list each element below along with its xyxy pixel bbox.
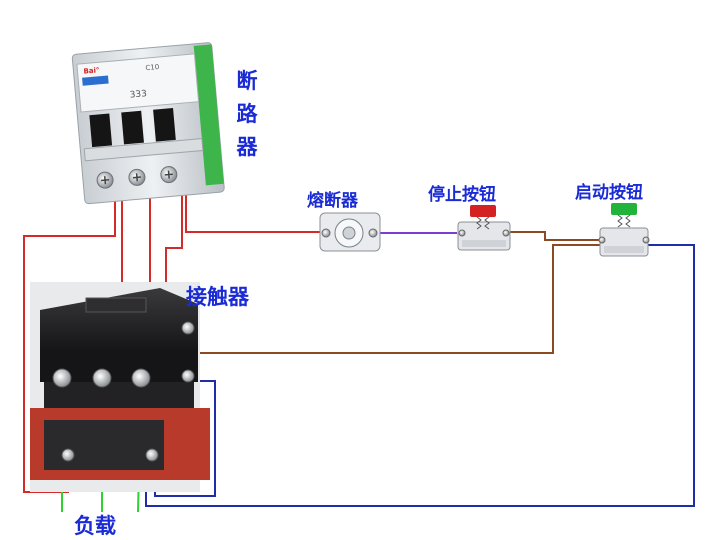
- stop-button-label: 停止按钮: [428, 185, 496, 205]
- fuse: [319, 212, 381, 252]
- breaker-rating: 333: [129, 89, 147, 100]
- breaker-model: C10: [145, 63, 159, 72]
- start-button: [598, 203, 650, 257]
- load-label: 负载: [74, 514, 116, 538]
- red-wire-to-fuse: [185, 195, 322, 233]
- red-wire-l3: [165, 195, 183, 292]
- breaker-brand: Bai°: [83, 66, 100, 75]
- brown-wire-start-contactor: [198, 244, 600, 354]
- contactor: [30, 282, 210, 492]
- circuit-breaker: Bai° C10 333: [71, 42, 225, 205]
- fuse-label: 熔断器: [307, 191, 358, 211]
- blue-wire-start-return: [145, 244, 695, 507]
- breaker-label: 断路器: [236, 69, 258, 159]
- stop-button: [457, 205, 511, 251]
- brown-wire-stop-start: [510, 231, 600, 241]
- start-button-label: 启动按钮: [575, 183, 643, 203]
- contactor-label: 接触器: [186, 285, 249, 309]
